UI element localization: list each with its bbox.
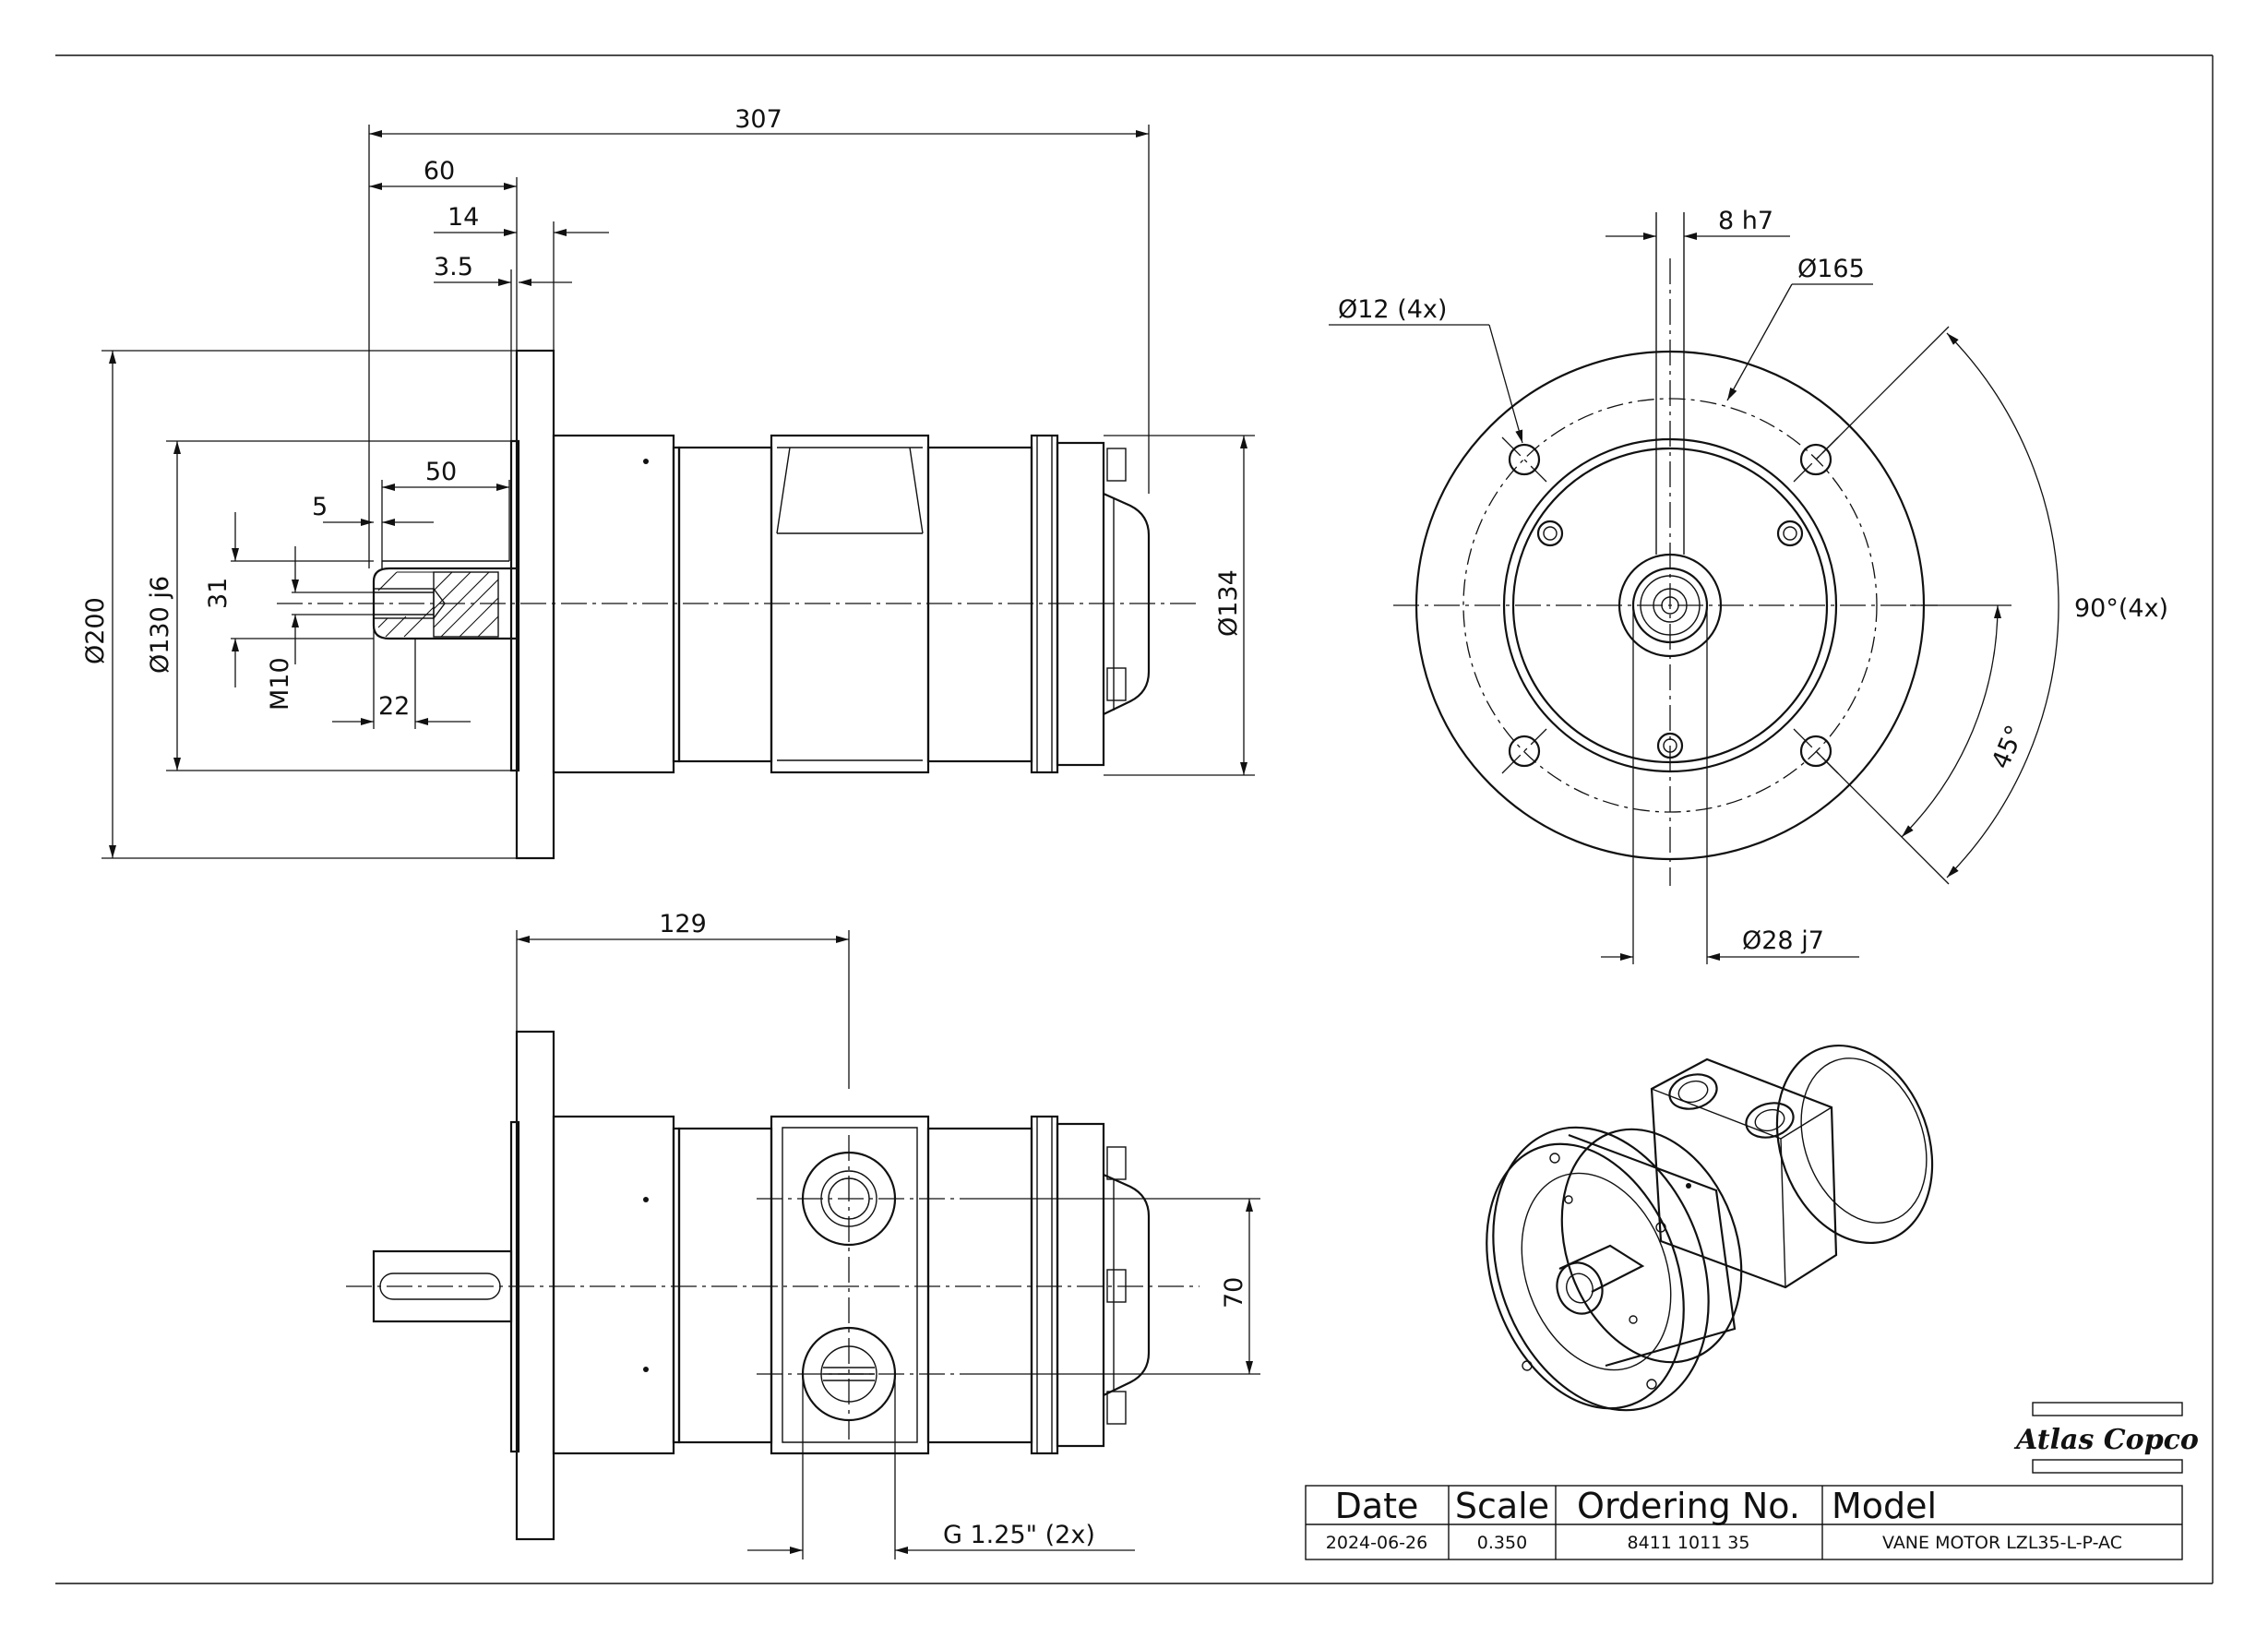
dim-key-offset: 5 [312,493,328,521]
dim-shaft-length: 60 [424,157,455,185]
dim-flange-dia: Ø200 [81,597,110,664]
side-view [346,1030,1200,1541]
side-view-dimensions: 129 70 G 1.25" (2x) [516,910,1260,1559]
shaft-section-hatch [377,571,499,638]
dim-key-width: 8 h7 [1718,207,1773,235]
sheet-frame [55,54,2214,1584]
mounting-hole [1508,735,1541,768]
front-view [277,349,1200,860]
dim-flange-thickness: 14 [448,203,479,232]
dim-thread: M10 [266,657,294,711]
dim-port-thread: G 1.25" (2x) [943,1521,1095,1549]
dim-holes: Ø12 (4x) [1338,295,1447,324]
dim-overall-length: 307 [734,105,782,134]
dim-centre-height: 31 [204,578,233,609]
dim-body-dia: Ø134 [1214,569,1243,637]
isometric-view [1486,1044,1934,1412]
company-logo: Atlas Copco [2013,1402,2199,1474]
dim-shaft-dia: Ø28 j7 [1742,926,1824,955]
value-ordering-no: 8411 1011 35 [1628,1533,1750,1553]
end-view [1393,212,1938,886]
header-scale: Scale [1455,1486,1549,1526]
value-scale: 0.350 [1477,1533,1527,1553]
front-view-dimensions: 307 60 14 3.5 50 5 31 M10 [81,105,1255,859]
mounting-hole [1799,735,1832,768]
header-ordering-no: Ordering No. [1577,1486,1800,1526]
value-model: VANE MOTOR LZL35-L-P-AC [1882,1533,2122,1553]
value-date: 2024-06-26 [1326,1533,1427,1553]
header-date: Date [1335,1486,1419,1526]
end-view-dimensions: 8 h7 Ø165 Ø12 (4x) Ø28 j7 90°(4x) 45° [1329,207,2168,964]
mounting-hole [1799,443,1832,476]
dim-spigot-dia: Ø130 j6 [146,576,174,674]
dim-spigot-depth: 3.5 [434,253,473,281]
title-block: Date Scale Ordering No. Model 2024-06-26… [1305,1485,2183,1560]
dim-thread-depth: 22 [378,692,410,721]
header-model: Model [1832,1486,1937,1526]
dim-pcd: Ø165 [1797,255,1865,283]
dim-port-spacing: 70 [1220,1277,1248,1308]
mounting-hole [1508,443,1541,476]
dim-angle-spacing: 90°(4x) [2074,594,2168,623]
dim-port-position: 129 [659,910,707,938]
logo-text: Atlas Copco [2013,1424,2199,1456]
dim-key-length: 50 [425,458,457,486]
